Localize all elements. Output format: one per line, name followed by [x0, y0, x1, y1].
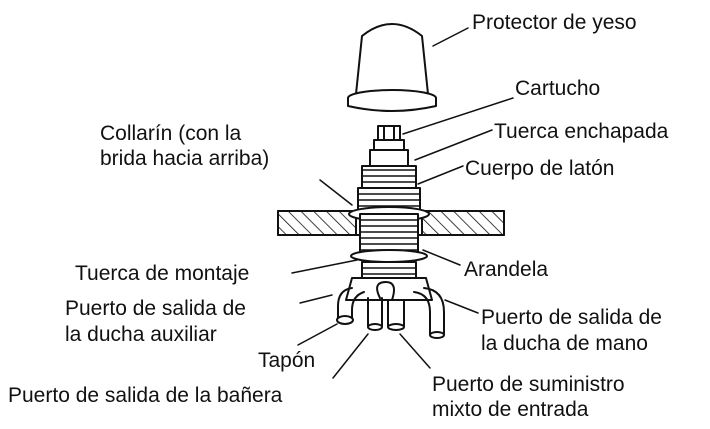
- label-aux-shower-line2: la ducha auxiliar: [65, 323, 217, 346]
- label-supply-line1: Puerto de suministro: [432, 373, 625, 396]
- label-bathtub-port: Puerto de salida de la bañera: [8, 384, 283, 407]
- brass-body: [357, 165, 421, 211]
- label-washer: Arandela: [464, 258, 549, 281]
- label-brass-body: Cuerpo de latón: [465, 157, 615, 180]
- label-plated-nut: Tuerca enchapada: [494, 120, 669, 143]
- mounting-nut: [361, 261, 417, 279]
- label-plug: Tapón: [258, 349, 316, 372]
- label-cartridge: Cartucho: [515, 77, 601, 100]
- leader-lines: [291, 27, 514, 379]
- washer: [350, 249, 428, 263]
- ports: [336, 281, 445, 339]
- lower-body: [345, 277, 433, 301]
- label-aux-shower-line1: Puerto de salida de: [65, 297, 246, 320]
- label-supply-line2: mixto de entrada: [432, 398, 589, 421]
- label-hand-shower-line2: la ducha de mano: [481, 332, 648, 355]
- label-mounting-nut: Tuerca de montaje: [75, 262, 250, 285]
- label-hand-shower-line1: Puerto de salida de: [481, 306, 662, 329]
- body-threads: [359, 213, 419, 255]
- label-collar-line2: brida hacia arriba): [100, 147, 270, 170]
- label-collar-line1: Collarín (con la: [100, 122, 242, 145]
- cartridge: [369, 125, 409, 167]
- plaster-guard: [347, 23, 437, 112]
- label-plaster-guard: Protector de yeso: [472, 11, 637, 34]
